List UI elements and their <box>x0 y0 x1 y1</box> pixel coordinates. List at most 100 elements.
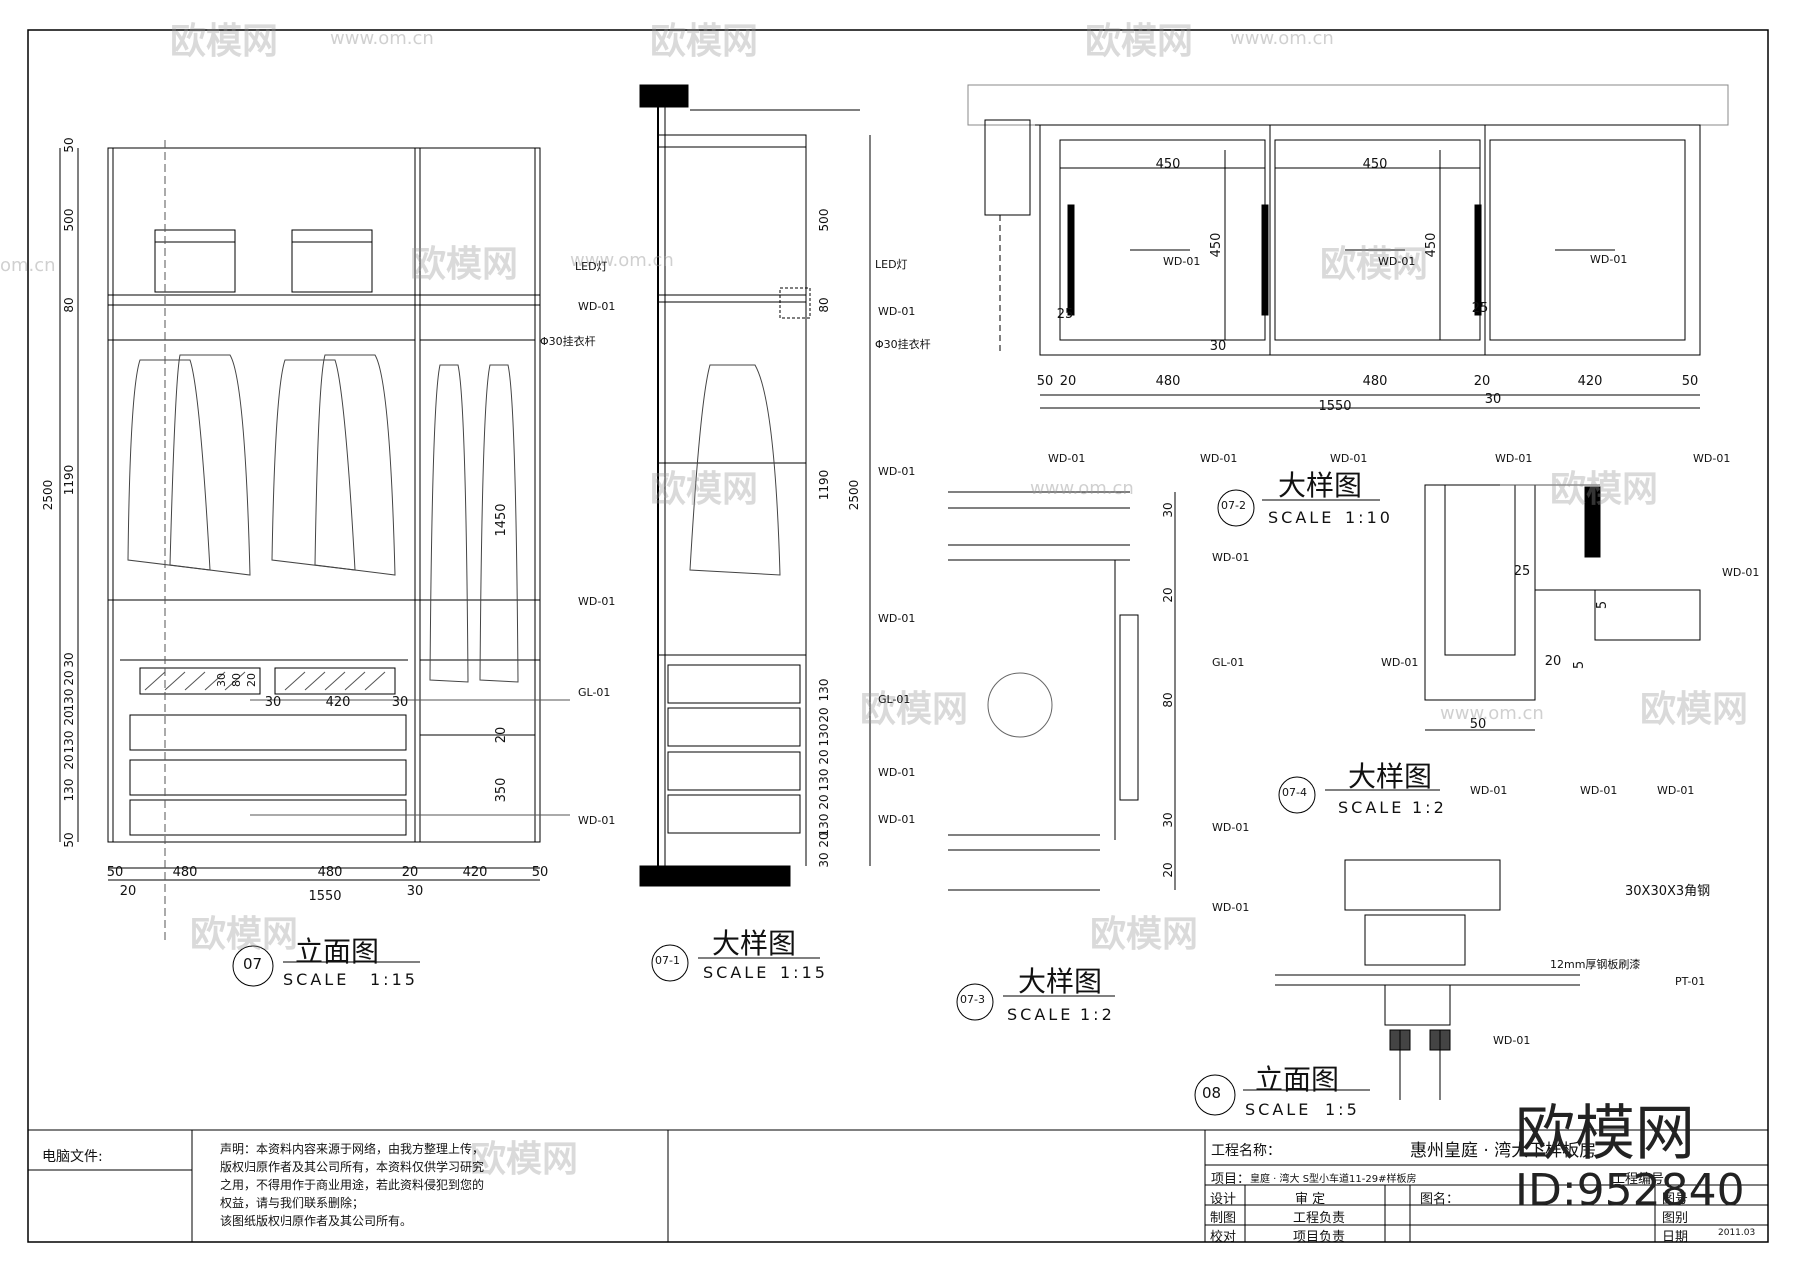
tag-plate: 12mm厚钢板刷漆 <box>1550 958 1641 971</box>
tag-wd: WD-01 <box>578 595 616 608</box>
computer-file-label: 电脑文件: <box>42 1149 103 1165</box>
tag-wd: WD-01 <box>1590 253 1628 266</box>
watermark: 欧模网 <box>1090 914 1199 955</box>
dim-07-inner: 30 <box>215 673 228 687</box>
badge-07-2: 07-2 <box>1221 499 1246 512</box>
dim-07-left: 30 <box>62 652 76 667</box>
dim-07-4: 5 <box>1572 661 1587 669</box>
project-name-label: 工程名称： <box>1211 1143 1281 1159</box>
project-no-label: 工程编号 <box>1612 1172 1665 1187</box>
dim-07-1-right: 130 <box>817 769 831 792</box>
approve-label: 审 定 <box>1295 1192 1326 1207</box>
dim-07-left: 80 <box>62 297 76 312</box>
tag-wd: WD-01 <box>1381 656 1419 669</box>
dim-07-left: 50 <box>62 137 76 152</box>
statement-line: 权益，请与我们联系删除； <box>220 1196 365 1210</box>
tag-pt: PT-01 <box>1675 975 1706 988</box>
dim-07-4: 50 <box>1470 717 1487 732</box>
scale-label-07-1: SCALE <box>703 963 770 982</box>
dim-07-2-vert: 30 <box>1210 339 1227 354</box>
tag-wd: WD-01 <box>1212 901 1250 914</box>
dim-07-bottom: 480 <box>318 865 343 880</box>
badge-07-3-circle <box>956 983 994 1021</box>
drawing-name-label: 图名： <box>1420 1192 1460 1207</box>
dim-07-left: 130 <box>62 689 76 712</box>
check-label: 校对 <box>1210 1230 1237 1245</box>
dim-07-2-total: 1550 <box>1318 399 1351 414</box>
statement-line: 之用，不得用作于商业用途，若此资料侵犯到您的 <box>220 1178 485 1192</box>
badge-08: 08 <box>1202 1084 1222 1102</box>
section-07-1 <box>639 84 871 887</box>
dim-07-2-bottom: 480 <box>1363 374 1388 389</box>
watermark-url: www.om.cn <box>1030 478 1134 499</box>
badge-07-1: 07-1 <box>655 954 680 967</box>
dim-07-1-right: 130 <box>817 724 831 747</box>
tag-wd: WD-01 <box>1212 551 1250 564</box>
title-07-3: 大样图 <box>1018 965 1103 998</box>
plan-07-2 <box>967 84 1729 409</box>
dim-07-2-top: 450 <box>1363 157 1388 172</box>
dim-07-3-right: 20 <box>1161 862 1175 877</box>
dim-07-left: 20 <box>62 710 76 725</box>
dim-07-2-bottom: 420 <box>1578 374 1603 389</box>
scale-label-07-3: SCALE <box>1007 1005 1074 1024</box>
tag-rod: Φ30挂衣杆 <box>875 338 931 351</box>
item-value: 皇庭 · 湾大 S型小车道11-29#样板房 <box>1250 1174 1417 1185</box>
watermark-url: www.om.cn <box>1230 28 1334 49</box>
badge-07-4-circle <box>1278 776 1316 814</box>
badge-07-1-circle <box>651 944 689 982</box>
tag-wd: WD-01 <box>878 612 916 625</box>
dim-07-inner: 20 <box>245 673 258 687</box>
badge-07-4: 07-4 <box>1282 786 1307 799</box>
elevation-07 <box>59 140 570 940</box>
dim-07-3-right: 80 <box>1161 692 1175 707</box>
dim-07-2-top: 450 <box>1156 157 1181 172</box>
dim-07-2-bottom: 50 <box>1682 374 1699 389</box>
dim-07-3-right: 20 <box>1161 587 1175 602</box>
dim-07-2-bottom: 480 <box>1156 374 1181 389</box>
dim-07-bottom: 20 <box>120 884 137 899</box>
tag-led: LED灯 <box>575 260 608 273</box>
dim-07-inner: 30 <box>265 695 282 710</box>
title-07-2: 大样图 <box>1278 469 1363 502</box>
badge-07-2-circle <box>1217 489 1255 527</box>
dim-07-4: 20 <box>1545 654 1562 669</box>
dim-07-2-bottom: 20 <box>1060 374 1077 389</box>
tag-led: LED灯 <box>875 258 908 271</box>
dim-07-1-right: 20 <box>817 794 831 809</box>
tag-wd: WD-01 <box>1722 566 1760 579</box>
dim-07-bottom: 420 <box>463 865 488 880</box>
tag-wd: WD-01 <box>1693 452 1731 465</box>
dim-07-left: 130 <box>62 779 76 802</box>
dim-07-2-vert: 450 <box>1209 233 1224 258</box>
dim-07-3-right: 30 <box>1161 502 1175 517</box>
eng-lead-label: 工程负责 <box>1293 1211 1346 1226</box>
draw-label: 制图 <box>1210 1211 1237 1226</box>
dim-07-2-sub: 30 <box>1485 392 1502 407</box>
watermark: 欧模网 <box>1085 21 1194 62</box>
scale-value-08: 1:5 <box>1325 1100 1360 1119</box>
scale-label-07-2: SCALE <box>1268 508 1335 527</box>
elevation-08 <box>1275 859 1580 1100</box>
statement-line: 声明：本资料内容来源于网络，由我方整理上传， <box>220 1142 485 1156</box>
dim-07-1-right: 20 <box>817 707 831 722</box>
dim-07-1-right: 130 <box>817 679 831 702</box>
dim-07-left: 130 <box>62 731 76 754</box>
item-label: 项目： <box>1211 1172 1251 1187</box>
statement-line: 该图纸版权归原作者及其公司所有。 <box>220 1214 413 1228</box>
watermark: 欧模网 <box>170 21 279 62</box>
watermark: 欧模网 <box>470 1139 579 1180</box>
dim-07-bottom: 480 <box>173 865 198 880</box>
tag-gl: GL-01 <box>878 693 911 706</box>
dim-07-left: 1190 <box>62 465 76 496</box>
tag-gl: GL-01 <box>578 686 611 699</box>
wardrobe-frame <box>107 147 541 843</box>
badge-07-3: 07-3 <box>960 993 985 1006</box>
tag-wd: WD-01 <box>578 814 616 827</box>
watermark: 欧模网 <box>1320 244 1429 285</box>
dim-07-total: 1550 <box>308 889 341 904</box>
tag-wd: WD-01 <box>878 813 916 826</box>
statement-text: 声明：本资料内容来源于网络，由我方整理上传， 版权归原作者及其公司所有，本资料仅… <box>220 1140 484 1230</box>
